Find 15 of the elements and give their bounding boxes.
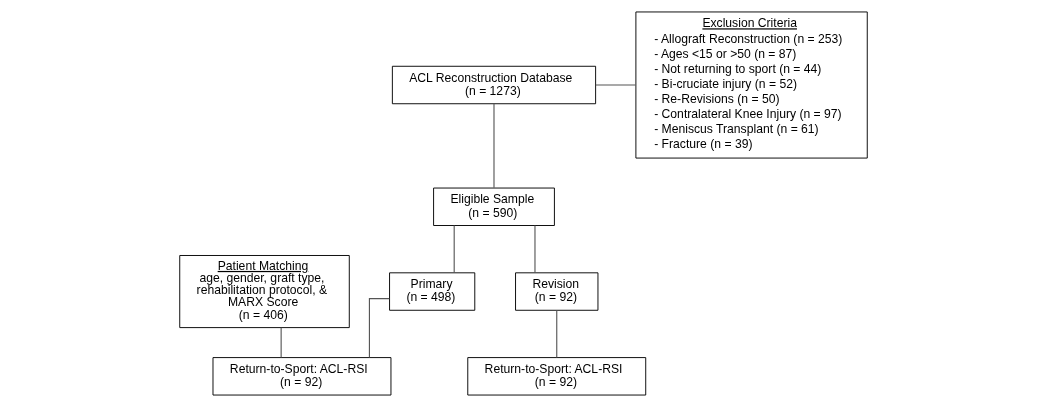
connector xyxy=(368,298,390,359)
connector xyxy=(595,84,637,86)
node-box: Exclusion Criteria - Allograft Reconstruction (n = 253) - Ages <15 or >50 (n = 87) - Not returning to sport (n = 44) - Bi-cruciate injury (n = 52) - Re-Revisions (n = 50) - Contralateral Knee Injury (n = 97) - Meniscus Transplant (n = 61) - Fracture (n = 39) xyxy=(635,11,868,159)
connector xyxy=(556,309,558,359)
node-box: Return-to-Sport: ACL-RSI (n = 92) xyxy=(467,357,647,396)
node-box: Eligible Sample (n = 590) xyxy=(433,187,555,226)
connector xyxy=(534,225,536,274)
node-box: Patient Matching age, gender, graft type, rehabilitation protocol, & MARX Score (n = 406) xyxy=(179,255,350,329)
connector xyxy=(493,103,495,189)
connector xyxy=(453,225,455,274)
node-box: Primary (n = 498) xyxy=(389,272,476,311)
node-box: Return-to-Sport: ACL-RSI (n = 92) xyxy=(212,357,392,396)
node-box: ACL Reconstruction Database (n = 1273) xyxy=(391,65,597,105)
connector xyxy=(280,327,282,359)
node-box: Revision (n = 92) xyxy=(515,272,599,311)
